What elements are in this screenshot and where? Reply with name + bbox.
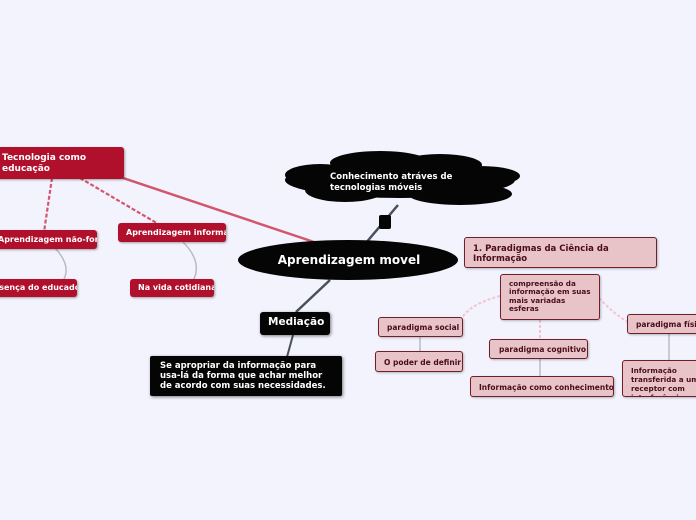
cloud-connector-handle[interactable] xyxy=(379,215,391,229)
link-central-tech xyxy=(119,175,321,246)
link-informal-daily xyxy=(182,241,198,282)
comprehension-node[interactable]: compreensão da informação em suas mais v… xyxy=(500,274,600,320)
nonformal-node[interactable]: Aprendizagem não-formal xyxy=(0,230,97,249)
central-label: Aprendizagem movel xyxy=(277,253,421,267)
link-comp-physical xyxy=(598,297,629,323)
mediacao-node[interactable]: Mediação xyxy=(260,312,330,335)
cognitive-label: paradigma cognitivo xyxy=(499,345,587,354)
mediacao-note-text: Se apropriar da informação para usa-lá d… xyxy=(160,361,326,391)
cloud-label: Conhecimento atráves de tecnologias móve… xyxy=(330,172,453,193)
transfer-label: Informação transferida a um receptor com… xyxy=(631,366,696,396)
physical-node[interactable]: paradigma físico xyxy=(627,314,696,334)
link-nonformal-educator xyxy=(54,247,67,282)
cloud-node[interactable] xyxy=(285,151,520,205)
comprehension-label: compreensão da informação em suas mais v… xyxy=(509,279,591,314)
daily-node[interactable]: Na vida cotidiana xyxy=(130,279,214,297)
paradigms-title-node[interactable]: 1. Paradigmas da Ciência da Informação xyxy=(464,237,657,268)
tech-node[interactable]: Tecnologia como educação xyxy=(0,147,124,179)
informal-label: Aprendizagem informal xyxy=(126,228,226,237)
educator-node[interactable]: Presença do educador xyxy=(0,279,77,297)
paradigms-title: 1. Paradigmas da Ciência da Informação xyxy=(473,244,609,264)
power-label: O poder de definir xyxy=(384,358,461,367)
link-tech-nonformal xyxy=(42,177,54,233)
informal-node[interactable]: Aprendizagem informal xyxy=(118,223,226,242)
educator-label: Presença do educador xyxy=(0,283,77,292)
transfer-node[interactable]: Informação transferida a um receptor com… xyxy=(622,360,696,397)
central-node[interactable] xyxy=(238,240,458,280)
physical-label: paradigma físico xyxy=(636,320,696,329)
mediacao-note[interactable]: Se apropriar da informação para usa-lá d… xyxy=(150,356,342,396)
daily-label: Na vida cotidiana xyxy=(138,283,214,292)
social-label: paradigma social xyxy=(387,323,460,332)
link-tech-informal xyxy=(79,177,161,226)
nonformal-label: Aprendizagem não-formal xyxy=(0,235,97,244)
link-comp-social xyxy=(461,295,501,319)
link-mediacao-note xyxy=(286,334,294,358)
link-central-mediacao xyxy=(295,279,331,313)
cognitive-node[interactable]: paradigma cognitivo xyxy=(489,339,588,359)
knowledge-node[interactable]: Informação como conhecimento xyxy=(470,376,614,397)
social-node[interactable]: paradigma social xyxy=(378,317,463,337)
power-node[interactable]: O poder de definir xyxy=(375,351,463,372)
knowledge-label: Informação como conhecimento xyxy=(479,383,614,392)
mediacao-label: Mediação xyxy=(268,316,325,328)
connectors xyxy=(42,175,670,376)
tech-label: Tecnologia como educação xyxy=(2,153,87,174)
